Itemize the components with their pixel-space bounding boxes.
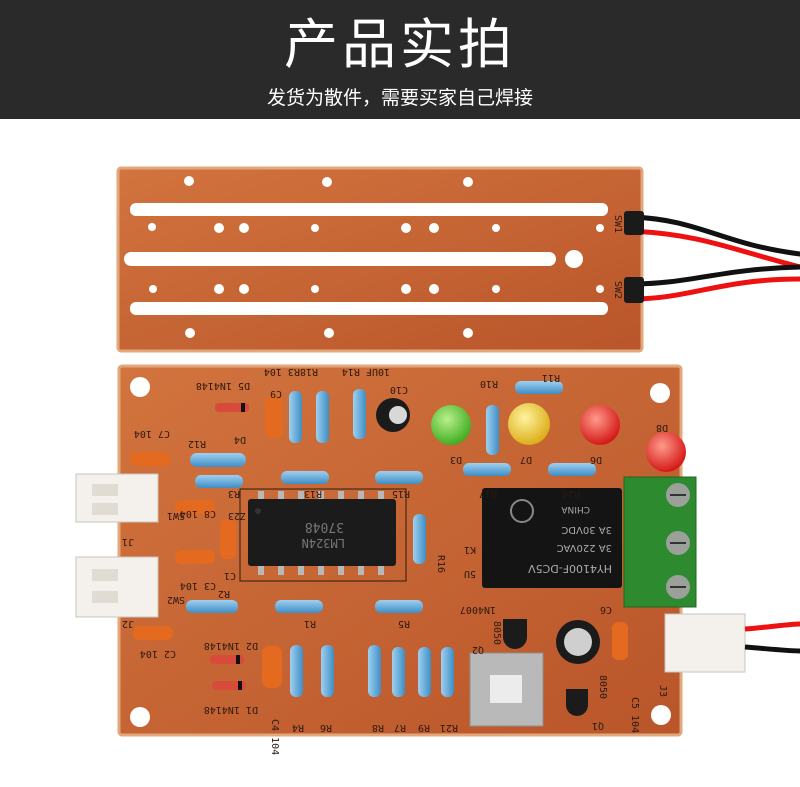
capacitor-c10 — [376, 398, 410, 432]
ceramic-capacitors — [130, 396, 628, 688]
banner-subtitle: 发货为散件，需要买家自己焊接 — [266, 87, 533, 109]
label-r15: R15 — [392, 488, 410, 499]
label-r12: R12 — [188, 438, 206, 449]
label-k1: K1 — [464, 544, 476, 555]
banner-title: 产品实拍 — [284, 13, 516, 76]
label-1n4007: 1N4007 — [460, 604, 496, 615]
label-sw1-conn: SW1 — [167, 510, 185, 521]
label-j3: J3 — [657, 685, 668, 697]
label-c7: C7 104 — [134, 428, 170, 439]
resistors — [186, 381, 596, 697]
label-8050-a: 8050 — [491, 621, 502, 645]
label-j1: J1 — [122, 536, 134, 547]
label-r10: R10 — [480, 378, 498, 389]
product-photo: SW1 SW2 — [0, 119, 800, 787]
label-c1: C1 — [224, 570, 236, 581]
label-d1: D1 1N4148 — [204, 704, 258, 715]
label-r6: R6 — [320, 722, 332, 733]
led-yellow — [508, 403, 550, 445]
label-8050-b: 8050 — [597, 675, 608, 699]
label-c5: C5 104 — [629, 697, 640, 733]
ic-lm324: 37048 LM324N — [239, 488, 407, 582]
label-d8: D8 — [656, 422, 668, 433]
label-r11: R11 — [542, 372, 560, 383]
control-board: 37048 LM324N CHINA 3A 30VDC 3A 220VAC HY… — [75, 364, 800, 755]
transistor-q1 — [566, 689, 588, 716]
label-q1: Q1 — [592, 720, 604, 731]
label-d6: D6 — [590, 454, 602, 465]
label-c2: C2 104 — [140, 648, 176, 659]
label-d5: D5 1N4148 — [196, 380, 250, 391]
probe-wires — [624, 211, 800, 303]
label-r1: R1 — [304, 618, 316, 629]
ic-code: LM324N — [302, 536, 345, 550]
label-r5: R5 — [398, 618, 410, 629]
connector-j2 — [75, 556, 159, 618]
label-r18r3: R18R3 104 — [264, 366, 318, 377]
label-c3: C3 104 — [180, 580, 216, 591]
relay-model: HY4100F-DC5V — [528, 562, 612, 575]
label-sw2-conn: SW2 — [167, 594, 185, 605]
sensor-board: SW1 SW2 — [116, 166, 644, 353]
connector-j1 — [75, 473, 159, 523]
sw2-label: SW2 — [612, 281, 623, 299]
label-r17: R17 — [479, 488, 497, 499]
label-d2: D2 1N4148 — [204, 640, 258, 651]
label-r3: R3 — [228, 488, 240, 499]
sw1-label: SW1 — [612, 215, 623, 233]
label-r20: R20 — [562, 488, 580, 499]
relay-k1: CHINA 3A 30VDC 3A 220VAC HY4100F-DC5V — [482, 488, 622, 588]
label-r13: R13 — [304, 488, 322, 499]
label-r4: R4 — [292, 722, 304, 733]
label-c10: C10 — [390, 384, 408, 395]
relay-rating-1: 3A 220VAC — [557, 542, 612, 553]
label-r2: R2 — [218, 588, 230, 599]
label-c4: C4 104 — [269, 719, 280, 755]
label-j2: J2 — [122, 618, 134, 629]
label-d4: D4 — [234, 434, 246, 445]
label-c6: C6 — [600, 604, 612, 615]
capacitor-c6 — [556, 620, 600, 664]
led-red-d6 — [580, 405, 620, 445]
header-banner: 产品实拍 发货为散件，需要买家自己焊接 — [0, 0, 800, 119]
label-r8: R8 — [372, 722, 384, 733]
screw-terminal — [623, 476, 697, 608]
label-d3: D3 — [450, 454, 462, 465]
label-c8: C8 104 — [180, 508, 216, 519]
ic-marking: 37048 — [305, 519, 344, 534]
label-r14: 10UF R14 — [342, 366, 390, 377]
label-q2: Q2 — [472, 644, 484, 655]
transistor-q2 — [503, 619, 527, 649]
relay-rating-2: 3A 30VDC — [561, 524, 612, 535]
label-r7: R7 — [394, 722, 406, 733]
label-d7: D7 — [520, 454, 532, 465]
diodes — [210, 403, 249, 690]
connector-j3 — [664, 613, 800, 673]
led-red-d8 — [646, 432, 686, 472]
push-button — [469, 652, 544, 727]
pcb-photo-illustration: SW1 SW2 — [75, 166, 800, 755]
label-r16: R16 — [435, 555, 446, 573]
label-r9: R9 — [418, 722, 430, 733]
led-green — [431, 405, 471, 445]
label-c9: C9 — [270, 388, 282, 399]
label-r21: R21 — [440, 722, 458, 733]
label-z23: Z23 — [228, 510, 246, 521]
label-5u: 5U — [464, 568, 476, 579]
relay-brand: CHINA — [561, 504, 590, 514]
